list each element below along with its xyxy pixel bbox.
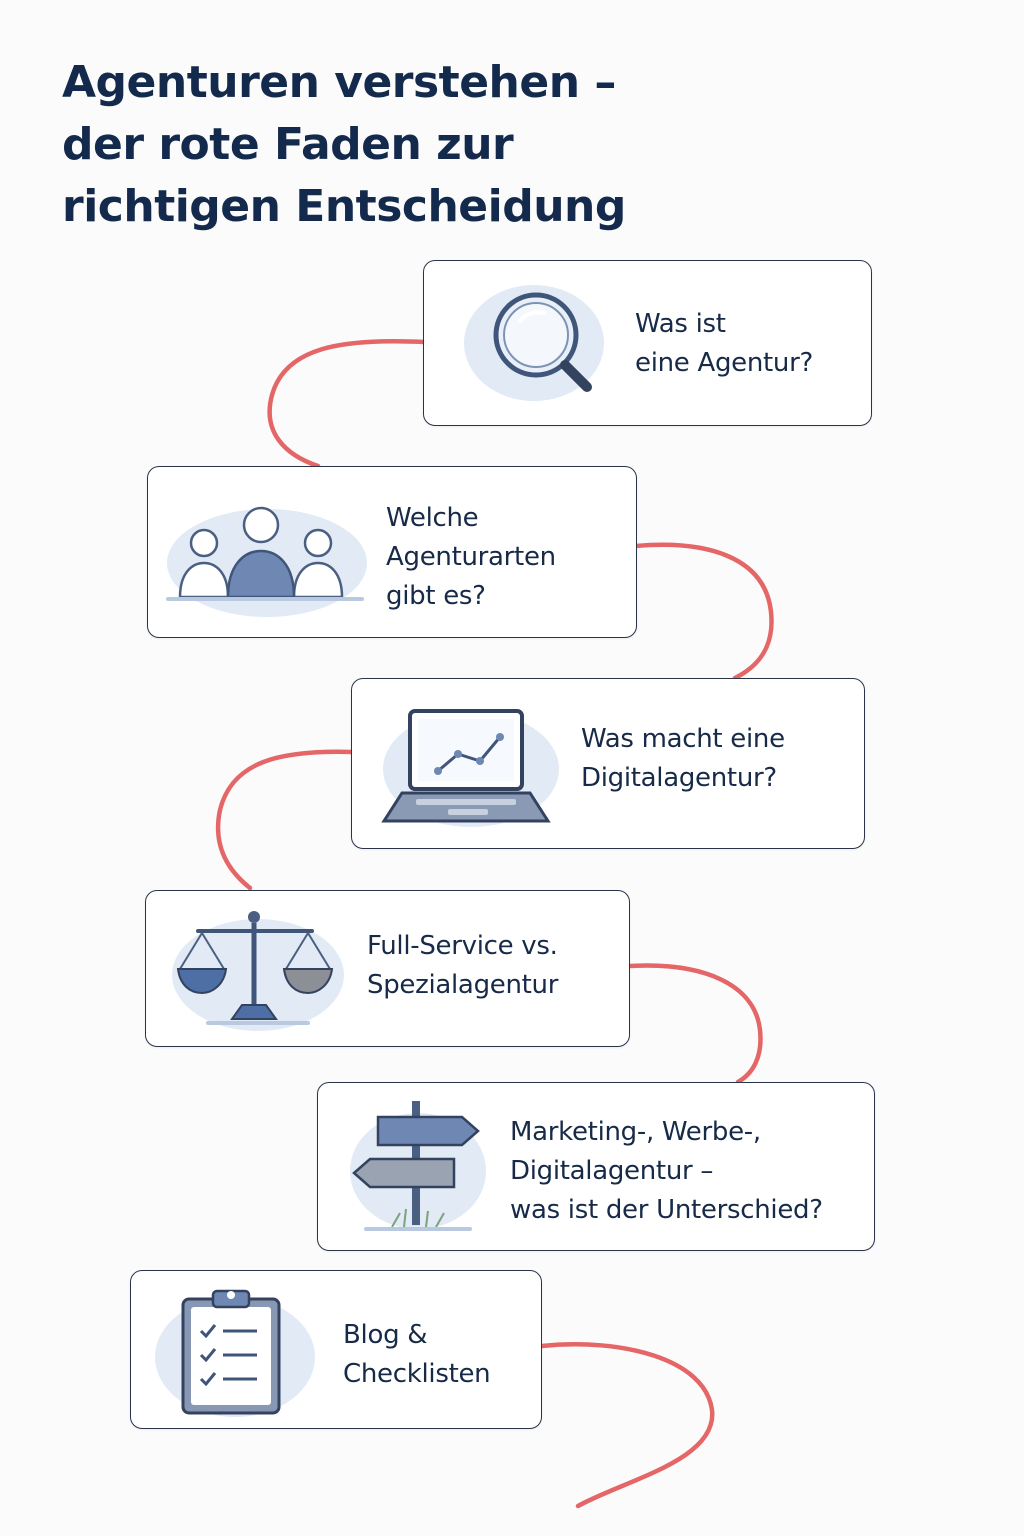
step-label-line: Digitalagentur – xyxy=(510,1156,714,1186)
step-label-line: eine Agentur? xyxy=(635,348,813,378)
balance-scale-icon xyxy=(172,911,344,1031)
step-card-1[interactable]: Was ist eine Agentur? xyxy=(423,260,872,426)
page-title: Agenturen verstehen – der rote Faden zur… xyxy=(62,52,626,238)
title-line: der rote Faden zur xyxy=(62,119,514,170)
signpost-icon xyxy=(350,1101,486,1231)
clipboard-checklist-icon xyxy=(155,1289,315,1417)
step-label-line: Was ist xyxy=(635,309,726,339)
step-label-line: Full-Service vs. xyxy=(367,931,558,961)
step-label-line: Was macht eine xyxy=(581,724,785,754)
step-label: Was ist eine Agentur? xyxy=(635,305,813,383)
title-line: Agenturen verstehen – xyxy=(62,57,616,108)
step-label-line: Digitalagentur? xyxy=(581,763,777,793)
step-label-line: Welche xyxy=(386,503,479,533)
laptop-chart-icon xyxy=(381,709,559,827)
step-label: Blog & Checklisten xyxy=(343,1316,491,1394)
step-label-line: Checklisten xyxy=(343,1359,491,1389)
step-label-line: Agenturarten xyxy=(386,542,556,572)
title-line: richtigen Entscheidung xyxy=(62,181,626,232)
step-label: Was macht eine Digitalagentur? xyxy=(581,720,785,798)
step-card-5[interactable]: Marketing-, Werbe-, Digitalagentur – was… xyxy=(317,1082,875,1251)
step-label-line: gibt es? xyxy=(386,581,486,611)
step-label-line: was ist der Unterschied? xyxy=(510,1195,823,1225)
step-label-line: Marketing-, Werbe-, xyxy=(510,1117,761,1147)
step-label: Marketing-, Werbe-, Digitalagentur – was… xyxy=(510,1113,823,1230)
step-card-4[interactable]: Full-Service vs. Spezialagentur xyxy=(145,890,630,1047)
people-group-icon xyxy=(166,506,367,617)
step-card-6[interactable]: Blog & Checklisten xyxy=(130,1270,542,1429)
step-label: Welche Agenturarten gibt es? xyxy=(386,499,556,616)
magnifier-icon xyxy=(464,285,604,401)
step-card-2[interactable]: Welche Agenturarten gibt es? xyxy=(147,466,637,638)
step-label-line: Blog & xyxy=(343,1320,428,1350)
step-label: Full-Service vs. Spezialagentur xyxy=(367,927,558,1005)
step-card-3[interactable]: Was macht eine Digitalagentur? xyxy=(351,678,865,849)
step-label-line: Spezialagentur xyxy=(367,970,559,1000)
